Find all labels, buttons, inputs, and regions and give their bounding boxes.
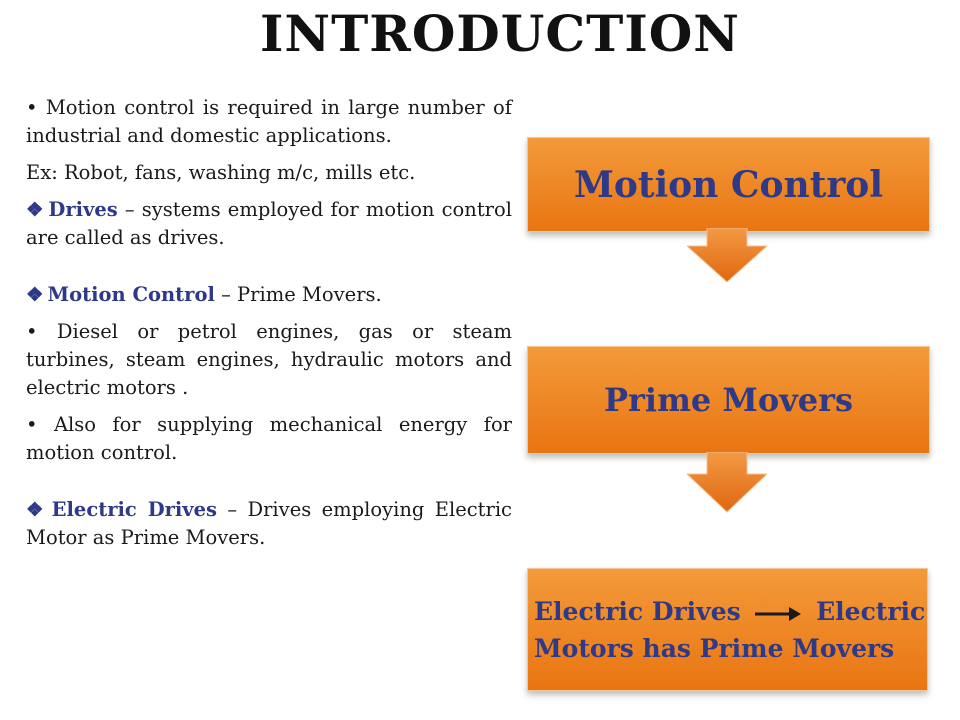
electric-drives-box: Electric Drives Electric Motors has Prim… [527,568,928,691]
motion-control-box: Motion Control [527,137,930,232]
drives-definition: ❖Drives – systems employed for motion co… [26,196,512,252]
prime-movers-box: Prime Movers [527,346,930,454]
bullet-paragraph-1: • Motion control is required in large nu… [26,96,512,147]
motors-prime-movers-label: Motors has Prime Movers [534,633,895,663]
bullet-paragraph-engines: • Diesel or petrol engines, gas or steam… [26,320,512,399]
electric-drives-statement: Electric Drives Electric Motors has Prim… [534,593,925,667]
diamond-bullet-icon: ❖ [26,198,45,221]
electric-drives-definition: ❖Electric Drives – Drives employing Elec… [26,496,512,552]
drives-text: – systems employed for motion control ar… [26,198,512,249]
bullet-text: Diesel or petrol engines, gas or steam t… [26,320,512,399]
example-line: Ex: Robot, fans, washing m/c, mills etc. [26,161,416,184]
motion-control-line: ❖Motion Control – Prime Movers. [26,281,512,309]
bullet-text: Also for supplying mechanical energy for… [26,413,513,464]
left-text-column: • Motion control is required in large nu… [26,94,512,561]
down-arrow-icon [687,452,767,513]
electric-label: Electric [816,596,926,626]
right-arrow-icon [755,607,802,621]
diamond-bullet-icon: ❖ [26,283,44,306]
electric-drives-label: Electric Drives [534,596,741,626]
bullet-paragraph-energy: • Also for supplying mechanical energy f… [26,413,513,464]
slide-title: INTRODUCTION [259,4,741,63]
electric-drives-term: Electric Drives [51,498,218,521]
bullet-text: Motion control is required in large numb… [26,96,512,147]
drives-term: Drives [48,198,118,221]
down-arrow-icon [687,228,767,283]
motion-control-term: Motion Control [47,283,215,306]
motion-control-text: – Prime Movers. [214,283,382,306]
electric-drives-text: – Drives employing Electric Motor as Pri… [26,498,512,549]
diamond-bullet-icon: ❖ [26,498,48,521]
